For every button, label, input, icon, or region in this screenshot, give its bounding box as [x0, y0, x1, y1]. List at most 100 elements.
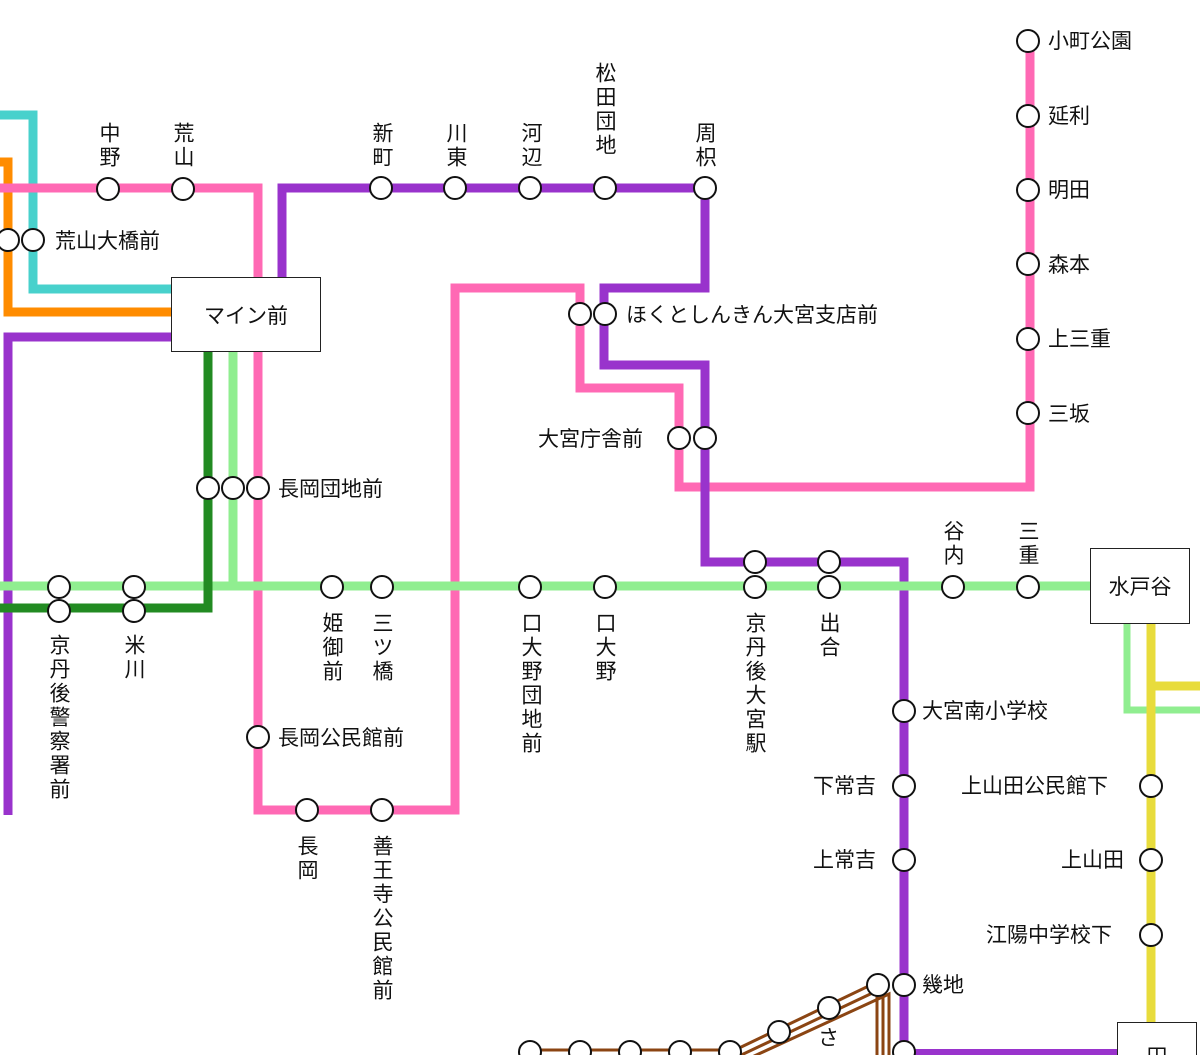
- station-marker[interactable]: [47, 599, 71, 623]
- hub-partial[interactable]: 田: [1117, 1022, 1197, 1055]
- station-marker[interactable]: [593, 302, 617, 326]
- station-marker[interactable]: [693, 426, 717, 450]
- station-yonekawa[interactable]: 米川: [122, 634, 146, 682]
- station-sa[interactable]: さ: [818, 1026, 839, 1050]
- station-marker[interactable]: [320, 575, 344, 599]
- station-marker[interactable]: [295, 798, 319, 822]
- station-marker[interactable]: [246, 725, 270, 749]
- station-marker[interactable]: [693, 176, 717, 200]
- station-marker[interactable]: [518, 1040, 542, 1055]
- station-marker[interactable]: [817, 996, 841, 1020]
- station-nagaoka[interactable]: 長岡: [295, 835, 319, 883]
- station-marker[interactable]: [743, 575, 767, 599]
- station-marker[interactable]: [817, 575, 841, 599]
- station-marker[interactable]: [1016, 401, 1040, 425]
- station-misaka[interactable]: 三坂: [1048, 402, 1090, 426]
- station-morimoto[interactable]: 森本: [1048, 253, 1090, 277]
- station-kamiyamada-kominkan[interactable]: 上山田公民館下: [961, 774, 1108, 798]
- station-marker[interactable]: [817, 550, 841, 574]
- station-marker[interactable]: [941, 575, 965, 599]
- station-marker[interactable]: [221, 476, 245, 500]
- station-shuchi[interactable]: 周枳: [693, 122, 717, 170]
- station-kamiyamada[interactable]: 上山田: [1061, 848, 1124, 872]
- station-hokuto-shinkin[interactable]: ほくとしんきん大宮支店前: [626, 303, 878, 327]
- station-marker[interactable]: [1016, 29, 1040, 53]
- station-deai[interactable]: 出合: [817, 612, 841, 660]
- station-kawabe[interactable]: 河辺: [519, 122, 543, 170]
- purple-route-line-main: [277, 183, 909, 1055]
- station-marker[interactable]: [369, 176, 393, 200]
- station-marker[interactable]: [96, 177, 120, 201]
- station-guchi-ono[interactable]: 口大野: [593, 612, 617, 684]
- station-omiya-chosha[interactable]: 大宮庁舎前: [538, 427, 643, 451]
- station-mitsuhashi[interactable]: 三ツ橋: [370, 612, 394, 684]
- station-marker[interactable]: [370, 575, 394, 599]
- station-marker[interactable]: [667, 426, 691, 450]
- station-komachi-koen[interactable]: 小町公園: [1048, 29, 1132, 53]
- station-marker[interactable]: [171, 177, 195, 201]
- station-zenno[interactable]: 善王寺公民館前: [370, 835, 394, 1003]
- station-marker[interactable]: [892, 973, 916, 997]
- station-marker[interactable]: [892, 1040, 916, 1055]
- station-marker[interactable]: [196, 476, 220, 500]
- station-marker[interactable]: [443, 176, 467, 200]
- station-taniuchi[interactable]: 谷内: [941, 520, 965, 568]
- station-marker[interactable]: [568, 1040, 592, 1055]
- station-guchi-ono-danchi[interactable]: 口大野団地前: [519, 612, 543, 756]
- station-marker[interactable]: [892, 699, 916, 723]
- station-marker[interactable]: [0, 228, 20, 252]
- station-marker[interactable]: [593, 176, 617, 200]
- station-marker[interactable]: [767, 1020, 791, 1044]
- station-shinmachi[interactable]: 新町: [370, 122, 394, 170]
- station-marker[interactable]: [743, 550, 767, 574]
- station-keitango-omiya[interactable]: 京丹後大宮駅: [743, 612, 767, 756]
- pink-route-line-north: [0, 40, 1035, 815]
- station-marker[interactable]: [892, 848, 916, 872]
- station-marker[interactable]: [1139, 774, 1163, 798]
- station-marker[interactable]: [1016, 252, 1040, 276]
- station-matsuda-danchi[interactable]: 松田団地: [593, 62, 617, 158]
- station-marker[interactable]: [1016, 327, 1040, 351]
- station-shimotsuneyoshi[interactable]: 下常吉: [813, 774, 876, 798]
- station-marker[interactable]: [593, 575, 617, 599]
- station-marker[interactable]: [122, 599, 146, 623]
- station-marker[interactable]: [518, 176, 542, 200]
- station-arayama[interactable]: 荒山: [171, 122, 195, 170]
- station-marker[interactable]: [568, 302, 592, 326]
- station-ikuji[interactable]: 幾地: [922, 973, 964, 997]
- station-marker[interactable]: [668, 1040, 692, 1055]
- station-marker[interactable]: [370, 798, 394, 822]
- station-kawahigashi[interactable]: 川東: [444, 122, 468, 170]
- station-marker[interactable]: [246, 476, 270, 500]
- station-myoden[interactable]: 明田: [1048, 178, 1090, 202]
- station-marker[interactable]: [1139, 923, 1163, 947]
- brown-route-line-b: [737, 985, 885, 1055]
- station-marker[interactable]: [1139, 848, 1163, 872]
- station-marker[interactable]: [21, 228, 45, 252]
- station-marker[interactable]: [618, 1040, 642, 1055]
- station-marker[interactable]: [122, 575, 146, 599]
- station-marker[interactable]: [1016, 575, 1040, 599]
- station-himemikae[interactable]: 姫御前: [320, 612, 344, 684]
- station-marker[interactable]: [518, 575, 542, 599]
- station-marker[interactable]: [866, 973, 890, 997]
- station-omiya-minami[interactable]: 大宮南小学校: [922, 699, 1048, 723]
- hub-mitoya[interactable]: 水戸谷: [1090, 548, 1190, 624]
- station-marker[interactable]: [1016, 104, 1040, 128]
- station-marker[interactable]: [892, 774, 916, 798]
- station-kamitsuneyoshi[interactable]: 上常吉: [813, 848, 876, 872]
- station-nobutoshi[interactable]: 延利: [1048, 104, 1090, 128]
- station-keitango-keisatsu[interactable]: 京丹後警察署前: [47, 634, 71, 802]
- station-nagaoka-danchi[interactable]: 長岡団地前: [278, 477, 383, 501]
- station-arayama-ohashimae[interactable]: 荒山大橋前: [55, 229, 160, 253]
- station-nakano[interactable]: 中野: [97, 122, 121, 170]
- station-nagaoka-kominkan[interactable]: 長岡公民館前: [278, 726, 404, 750]
- station-mie[interactable]: 三重: [1016, 520, 1040, 568]
- station-marker[interactable]: [718, 1040, 742, 1055]
- hub-main-mae[interactable]: マイン前: [171, 277, 321, 352]
- station-koyo-chugakko[interactable]: 江陽中学校下: [986, 923, 1112, 947]
- station-marker[interactable]: [47, 575, 71, 599]
- station-marker[interactable]: [1016, 178, 1040, 202]
- station-kamimie[interactable]: 上三重: [1048, 327, 1111, 351]
